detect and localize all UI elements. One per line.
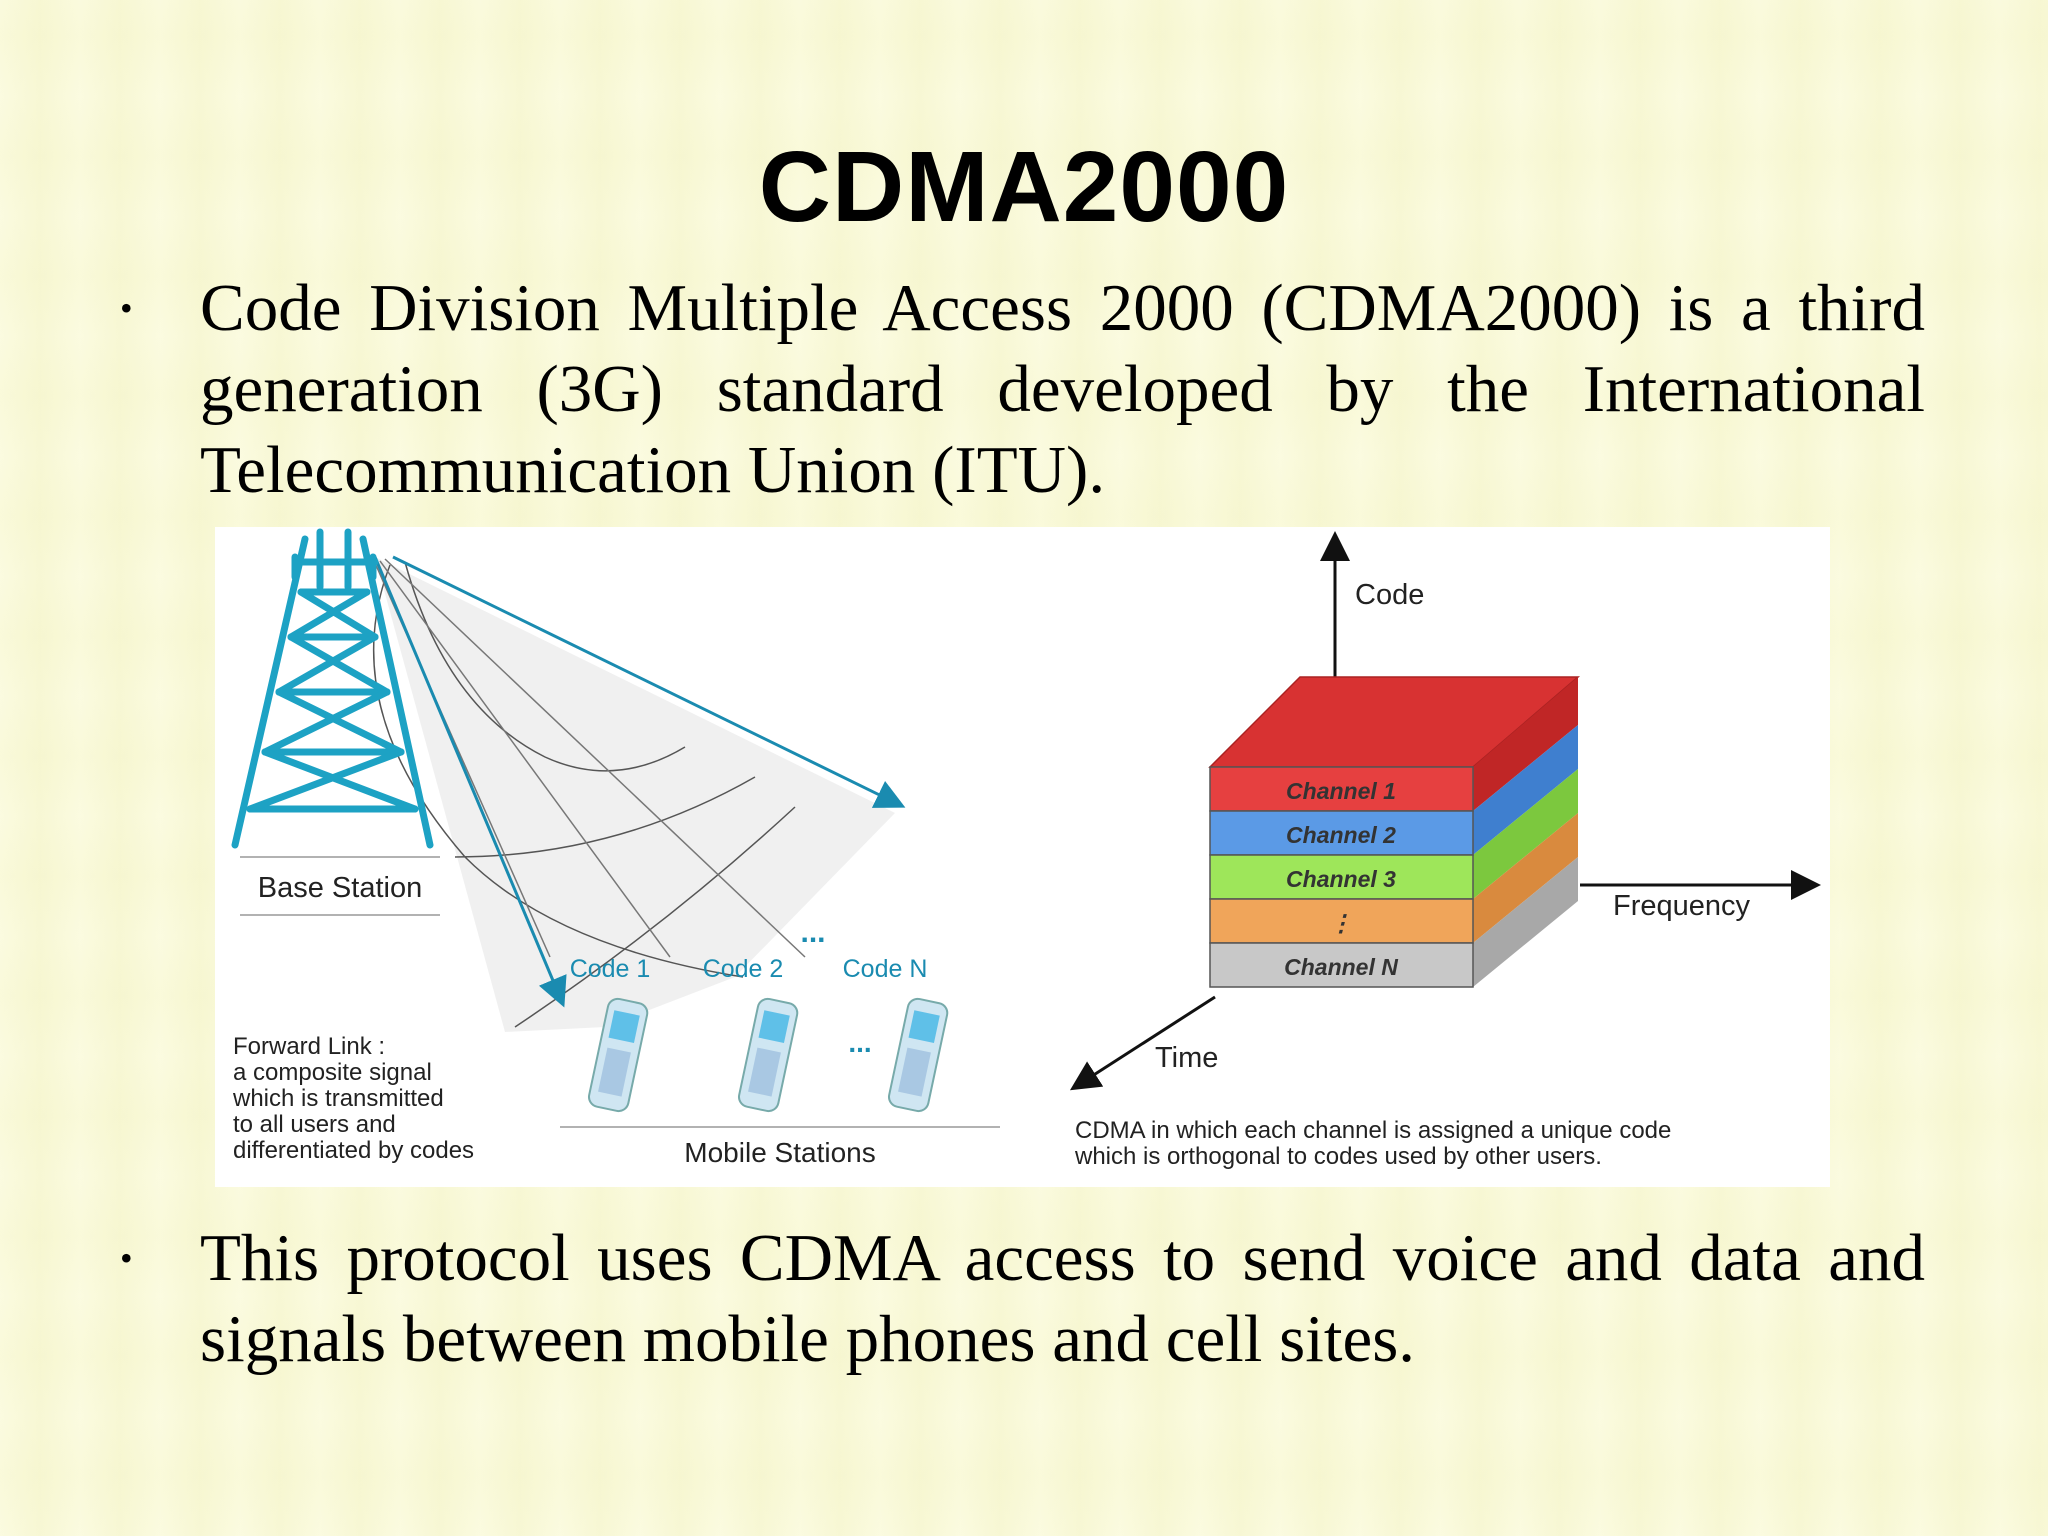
mobile-stations-label: Mobile Stations (684, 1137, 875, 1168)
mobile-phone-icon (887, 997, 949, 1113)
channel-dots-layer (1209, 898, 1474, 944)
mobile-phone-icon (737, 997, 799, 1113)
cube-caption-line-2: which is orthogonal to codes used by oth… (1074, 1143, 1602, 1170)
channel-label-3: Channel 3 (1286, 866, 1396, 892)
cdma-figure: Base Station ... Code 1 Code 2 Code N ..… (215, 527, 1830, 1187)
code-label-2: Code 2 (703, 955, 784, 983)
channel-label-n: Channel N (1284, 954, 1398, 980)
phone-dots: ... (848, 1027, 871, 1058)
slide-title: CDMA2000 (758, 131, 1290, 243)
channel-label-dots: ⋮ (1330, 910, 1353, 936)
channel-n-layer (1209, 942, 1474, 988)
bullet-text-2: This protocol uses CDMA access to send v… (200, 1221, 1925, 1376)
mobile-phone-icon (587, 997, 649, 1113)
forward-link-line: a composite signal (233, 1059, 432, 1086)
forward-link-line: which is transmitted (232, 1085, 444, 1112)
channel-label-1: Channel 1 (1286, 778, 1396, 804)
base-station-label: Base Station (258, 872, 422, 904)
cube-caption-line-1: CDMA in which each channel is assigned a… (1075, 1117, 1671, 1144)
channel-label-2: Channel 2 (1286, 822, 1396, 848)
forward-link-note: Forward Link : a composite signal which … (232, 1033, 474, 1164)
forward-link-line: to all users and (233, 1111, 396, 1138)
axis-label-time: Time (1155, 1042, 1218, 1074)
axis-label-code: Code (1355, 579, 1424, 611)
time-axis (1069, 995, 1216, 1091)
base-station-tower-icon (231, 528, 434, 849)
bullet-marker-1: • (120, 288, 133, 328)
code-label-1: Code 1 (570, 955, 651, 983)
forward-link-line: differentiated by codes (233, 1137, 474, 1164)
axis-label-frequency: Frequency (1613, 890, 1751, 922)
channel-cube (1208, 676, 1581, 988)
bullet-text-1: Code Division Multiple Access 2000 (CDMA… (200, 271, 1925, 507)
code-dots-top: ... (800, 916, 825, 949)
forward-link-line: Forward Link : (233, 1033, 385, 1060)
code-label-n: Code N (843, 955, 928, 983)
beam-fan (372, 555, 906, 1032)
bullet-marker-2: • (120, 1238, 133, 1278)
